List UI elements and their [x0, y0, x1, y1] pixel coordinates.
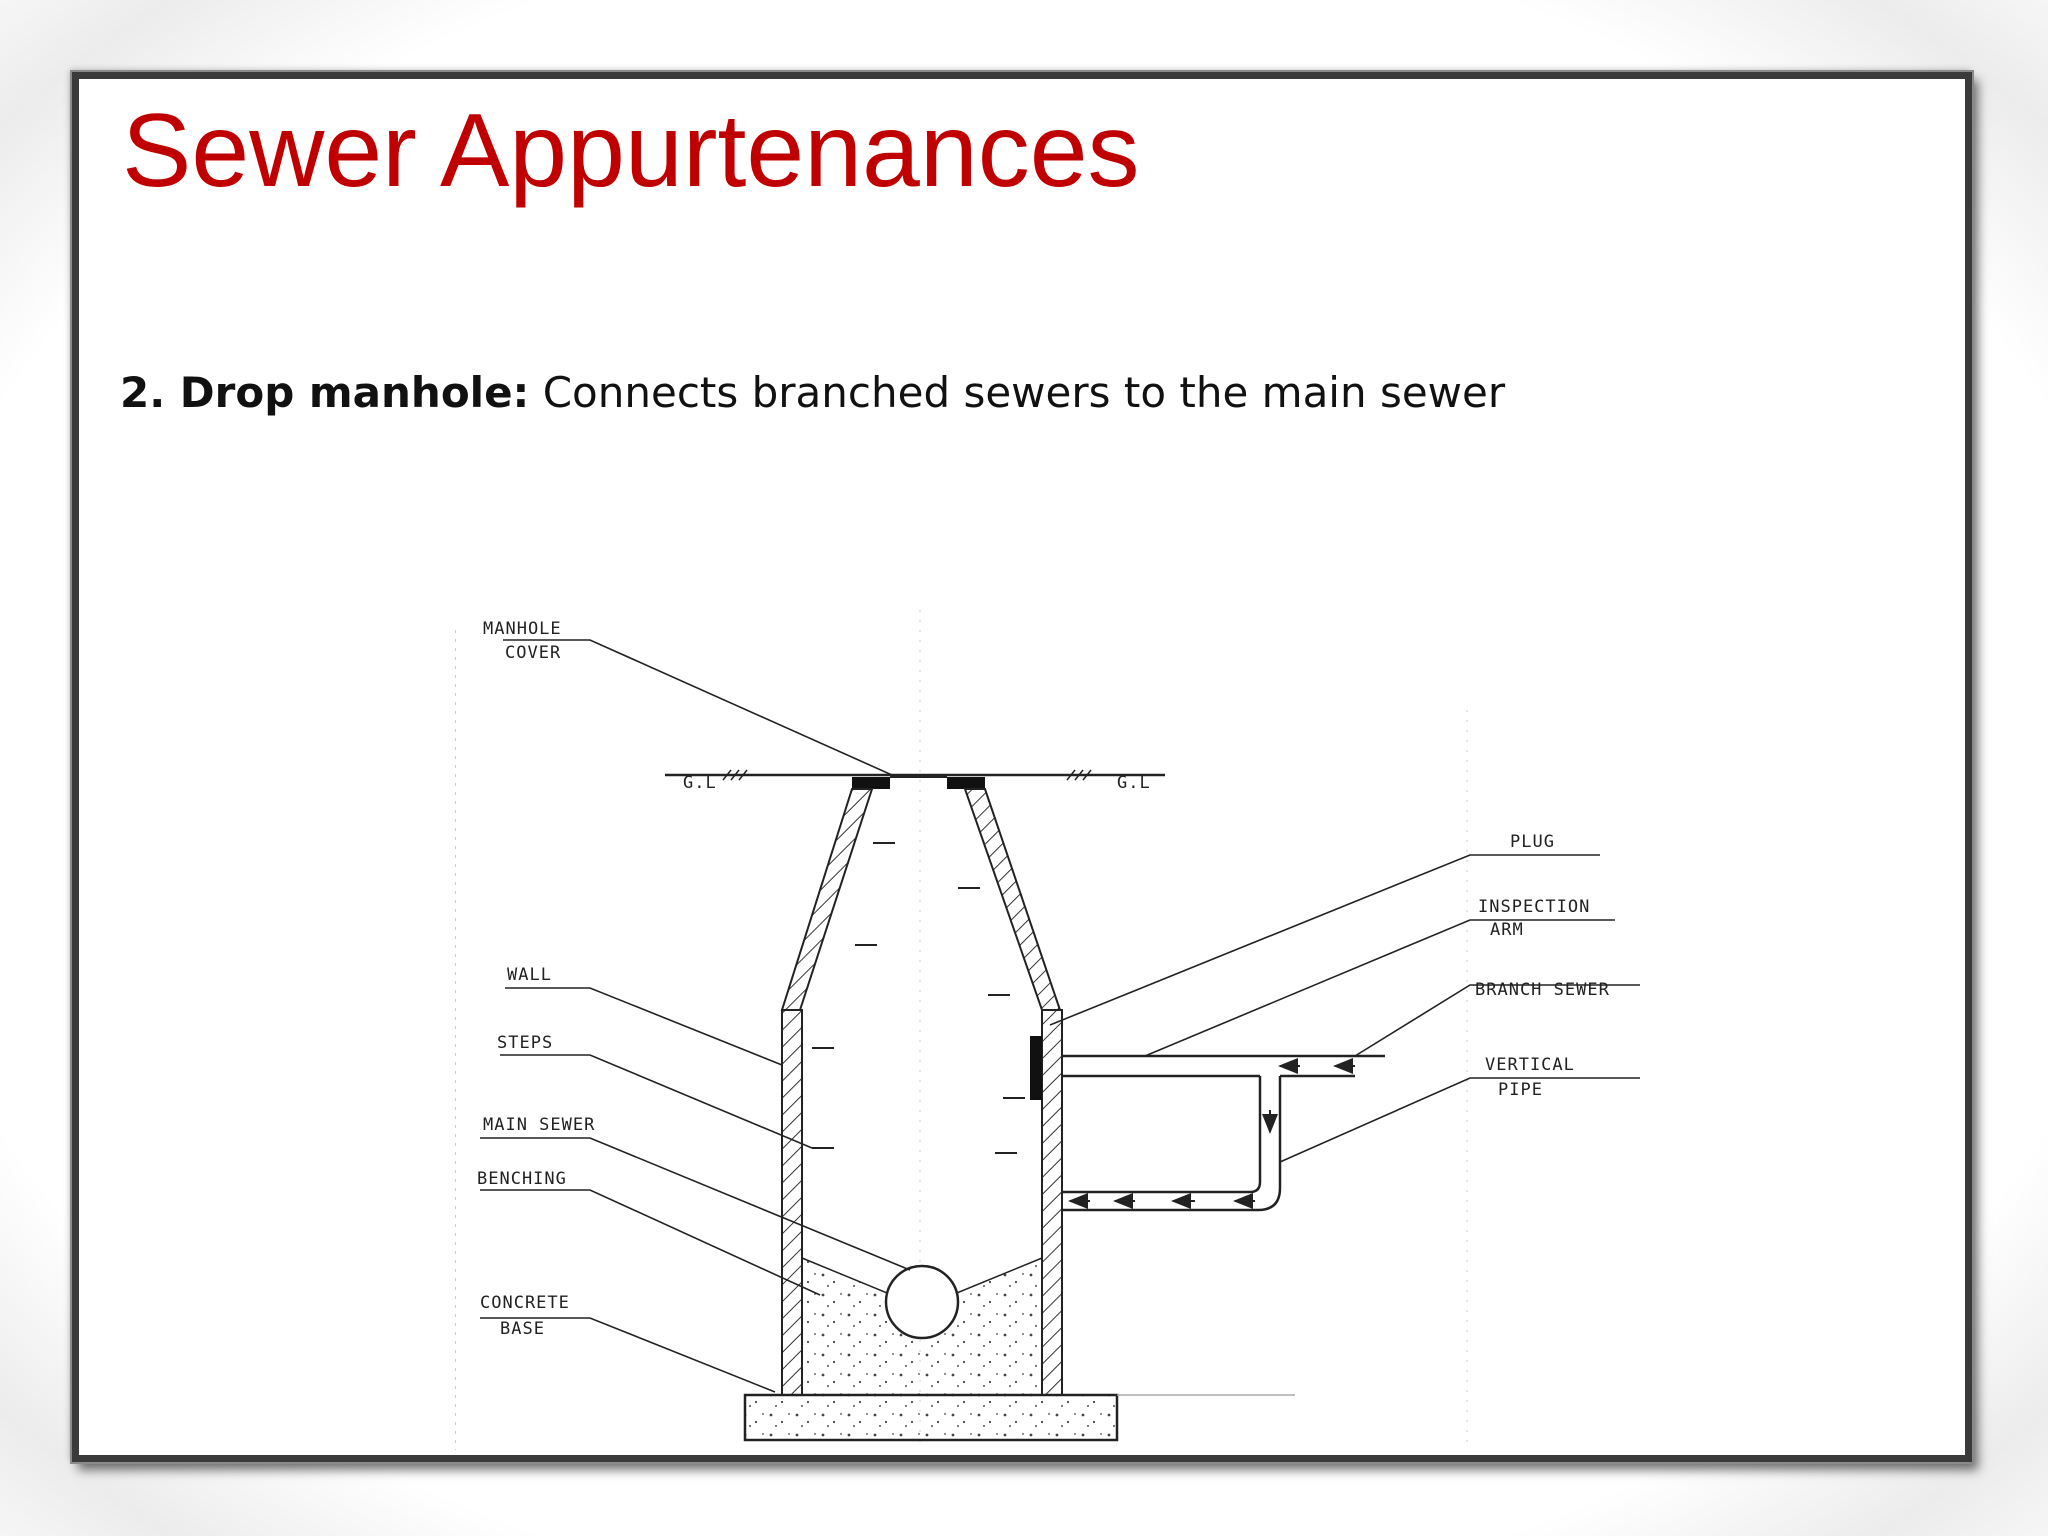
manhole-cover-left	[852, 777, 890, 789]
leader-lines	[480, 639, 1640, 1393]
manhole-steps	[812, 842, 1025, 1154]
drop-manhole-diagram: MANHOLE COVER G.L G.L PLUG INSPECTION AR…	[455, 610, 1640, 1450]
label-wall: WALL	[507, 965, 552, 985]
flow-arrows	[1068, 1058, 1355, 1209]
label-vertical-pipe-2: PIPE	[1498, 1080, 1543, 1100]
label-main-sewer: MAIN SEWER	[483, 1115, 595, 1135]
label-benching: BENCHING	[477, 1169, 567, 1189]
ground-hatch-left	[722, 769, 748, 781]
label-gl-right: G.L	[1117, 773, 1151, 793]
label-concrete-base-2: BASE	[500, 1319, 545, 1339]
bullet-text: 2. Drop manhole: Connects branched sewer…	[120, 368, 1505, 417]
slide-frame	[72, 72, 1972, 1462]
vertical-pipe-outer	[1062, 1076, 1282, 1212]
bullet-description: Connects branched sewers to the main sew…	[542, 368, 1506, 417]
slide-title: Sewer Appurtenances	[122, 93, 1140, 209]
plug-block	[1030, 1036, 1042, 1100]
cone-wall-left	[780, 788, 874, 1011]
shaft-wall-right	[1041, 1009, 1063, 1396]
label-inspection-arm-2: ARM	[1490, 920, 1524, 940]
label-vertical-pipe-1: VERTICAL	[1485, 1055, 1575, 1075]
manhole-cover-right	[947, 777, 985, 789]
vertical-pipe-inner	[1062, 1076, 1262, 1194]
label-manhole-cover-2: COVER	[505, 643, 561, 663]
ground-hatch-right	[1066, 769, 1092, 781]
label-steps: STEPS	[497, 1033, 553, 1053]
label-inspection-arm-1: INSPECTION	[1478, 897, 1590, 917]
shaft-wall-left	[781, 1009, 803, 1396]
cone-wall-right	[963, 788, 1062, 1011]
label-gl-left: G.L	[683, 773, 717, 793]
concrete-base	[743, 1393, 1119, 1442]
main-sewer-pipe	[884, 1264, 960, 1340]
bullet-term: 2. Drop manhole:	[120, 368, 530, 417]
label-concrete-base-1: CONCRETE	[480, 1293, 570, 1313]
label-plug: PLUG	[1510, 832, 1555, 852]
label-manhole-cover-1: MANHOLE	[483, 619, 562, 639]
label-branch-sewer: BRANCH SEWER	[1475, 980, 1610, 1000]
